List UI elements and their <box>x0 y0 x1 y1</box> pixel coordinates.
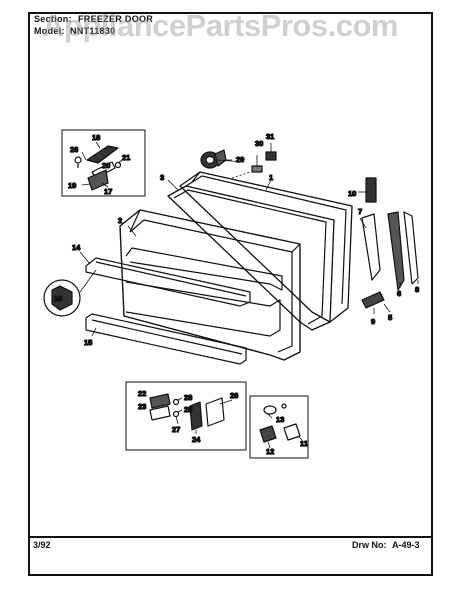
label-parts <box>231 143 277 179</box>
callout-14: 14 <box>72 243 81 252</box>
callout-19: 19 <box>68 181 76 190</box>
shelf-bar <box>85 257 251 307</box>
lower-right-inset <box>249 395 309 459</box>
watermark: AppliancePartsPros.com <box>42 8 398 43</box>
callout-26b: 26 <box>230 391 238 400</box>
footer-divider <box>28 536 433 538</box>
callout-8: 8 <box>415 285 419 294</box>
bottom-shelf-bar <box>85 313 247 365</box>
upper-hinge-inset <box>61 129 146 197</box>
lower-hinge-part <box>189 401 203 431</box>
callout-10: 10 <box>348 189 356 198</box>
callout-3: 3 <box>160 173 164 182</box>
callout-23: 23 <box>138 402 146 411</box>
model-label: Model: <box>34 26 65 36</box>
leader-lines <box>79 159 273 337</box>
section-value: FREEZER DOOR <box>78 14 154 24</box>
drawing-number-label: Drw No: <box>352 540 387 550</box>
callout-5: 5 <box>388 313 392 322</box>
callout-6: 6 <box>397 289 401 298</box>
washer-part <box>114 161 122 169</box>
callout-22: 22 <box>138 389 146 398</box>
revision-date: 3/92 <box>33 540 51 550</box>
trim-end-part <box>403 211 419 285</box>
inner-door-liner <box>119 209 301 361</box>
drawing-frame <box>28 12 433 576</box>
hinge-block-part <box>365 177 377 203</box>
door-outer-panel <box>179 171 353 323</box>
lower-hinge-inset <box>125 381 247 451</box>
callout-18: 18 <box>92 133 100 142</box>
handle-knob-part <box>200 149 232 169</box>
hinge-bracket-part <box>87 169 109 191</box>
hinge-cap-part <box>86 145 119 164</box>
lower-hinge-cover-part <box>205 397 225 427</box>
callout-11: 11 <box>300 439 308 448</box>
callout-26: 26 <box>70 145 78 154</box>
trim-piece-part <box>387 211 405 291</box>
hinge-plate-lower-part <box>361 291 385 309</box>
cam-part <box>259 425 277 443</box>
screw-part <box>74 156 82 164</box>
lower-bracket-part <box>149 393 171 409</box>
section-label: Section: <box>34 14 72 24</box>
callout-2: 2 <box>118 216 122 225</box>
trim-strip-part <box>361 213 381 281</box>
callout-16: 16 <box>54 294 62 303</box>
model-value: NNT11830 <box>70 26 116 36</box>
callout-13: 13 <box>276 415 284 424</box>
right-side-hinge-parts <box>358 177 419 314</box>
callout-7: 7 <box>358 207 362 216</box>
callout-21: 21 <box>122 153 130 162</box>
callout-17: 17 <box>104 187 112 196</box>
callout-31: 31 <box>266 132 274 141</box>
callout-12: 12 <box>266 447 274 456</box>
callout-30: 30 <box>255 139 263 148</box>
callout-29: 29 <box>236 155 244 164</box>
callout-25: 25 <box>184 405 192 414</box>
callout-9: 9 <box>371 317 375 326</box>
shelf-clip-detail <box>43 269 97 317</box>
callout-15: 15 <box>84 338 92 347</box>
cam-plate-part <box>283 423 301 441</box>
callout-1: 1 <box>269 173 273 182</box>
callout-24: 24 <box>192 435 201 444</box>
callout-20: 20 <box>102 161 110 170</box>
drawing-number-value: A-49-3 <box>392 540 420 550</box>
callout-28: 28 <box>184 393 192 402</box>
lower-shim-part <box>149 405 171 421</box>
callout-27: 27 <box>172 425 180 434</box>
